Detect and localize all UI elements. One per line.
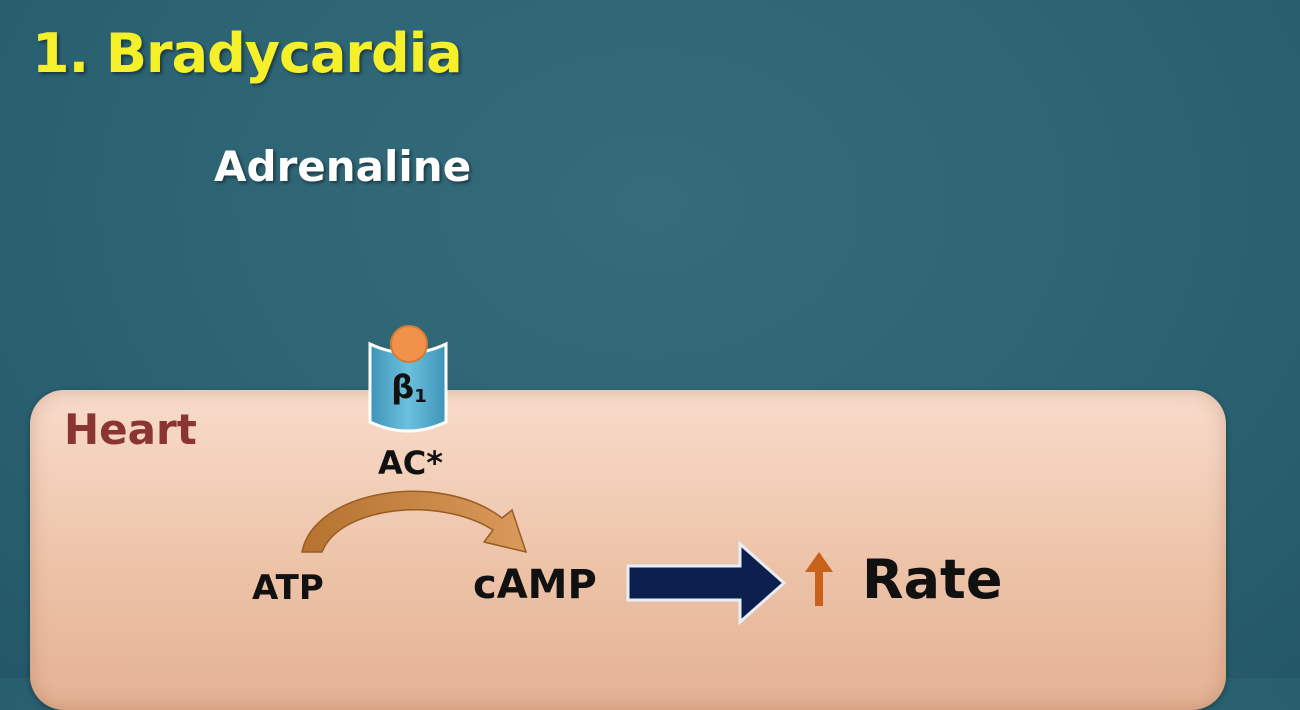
curved-arrow-icon bbox=[301, 490, 528, 554]
ligand-ball-icon bbox=[390, 325, 428, 363]
enzyme-label: AC* bbox=[378, 444, 443, 482]
product-label: cAMP bbox=[473, 562, 597, 608]
receptor-icon bbox=[368, 325, 448, 433]
receptor-subscript: 1 bbox=[414, 386, 427, 407]
effect-label: Rate bbox=[862, 548, 1003, 611]
receptor-label: β1 bbox=[386, 368, 432, 407]
slide-title: 1. Bradycardia bbox=[32, 22, 463, 85]
heart-cell-membrane bbox=[30, 390, 1226, 710]
right-block-arrow-icon bbox=[626, 540, 787, 626]
receptor-symbol: β bbox=[391, 368, 415, 406]
up-arrow-icon bbox=[805, 552, 833, 606]
substrate-label: ATP bbox=[252, 568, 324, 608]
ligand-label: Adrenaline bbox=[214, 142, 472, 191]
tissue-label: Heart bbox=[64, 405, 197, 454]
